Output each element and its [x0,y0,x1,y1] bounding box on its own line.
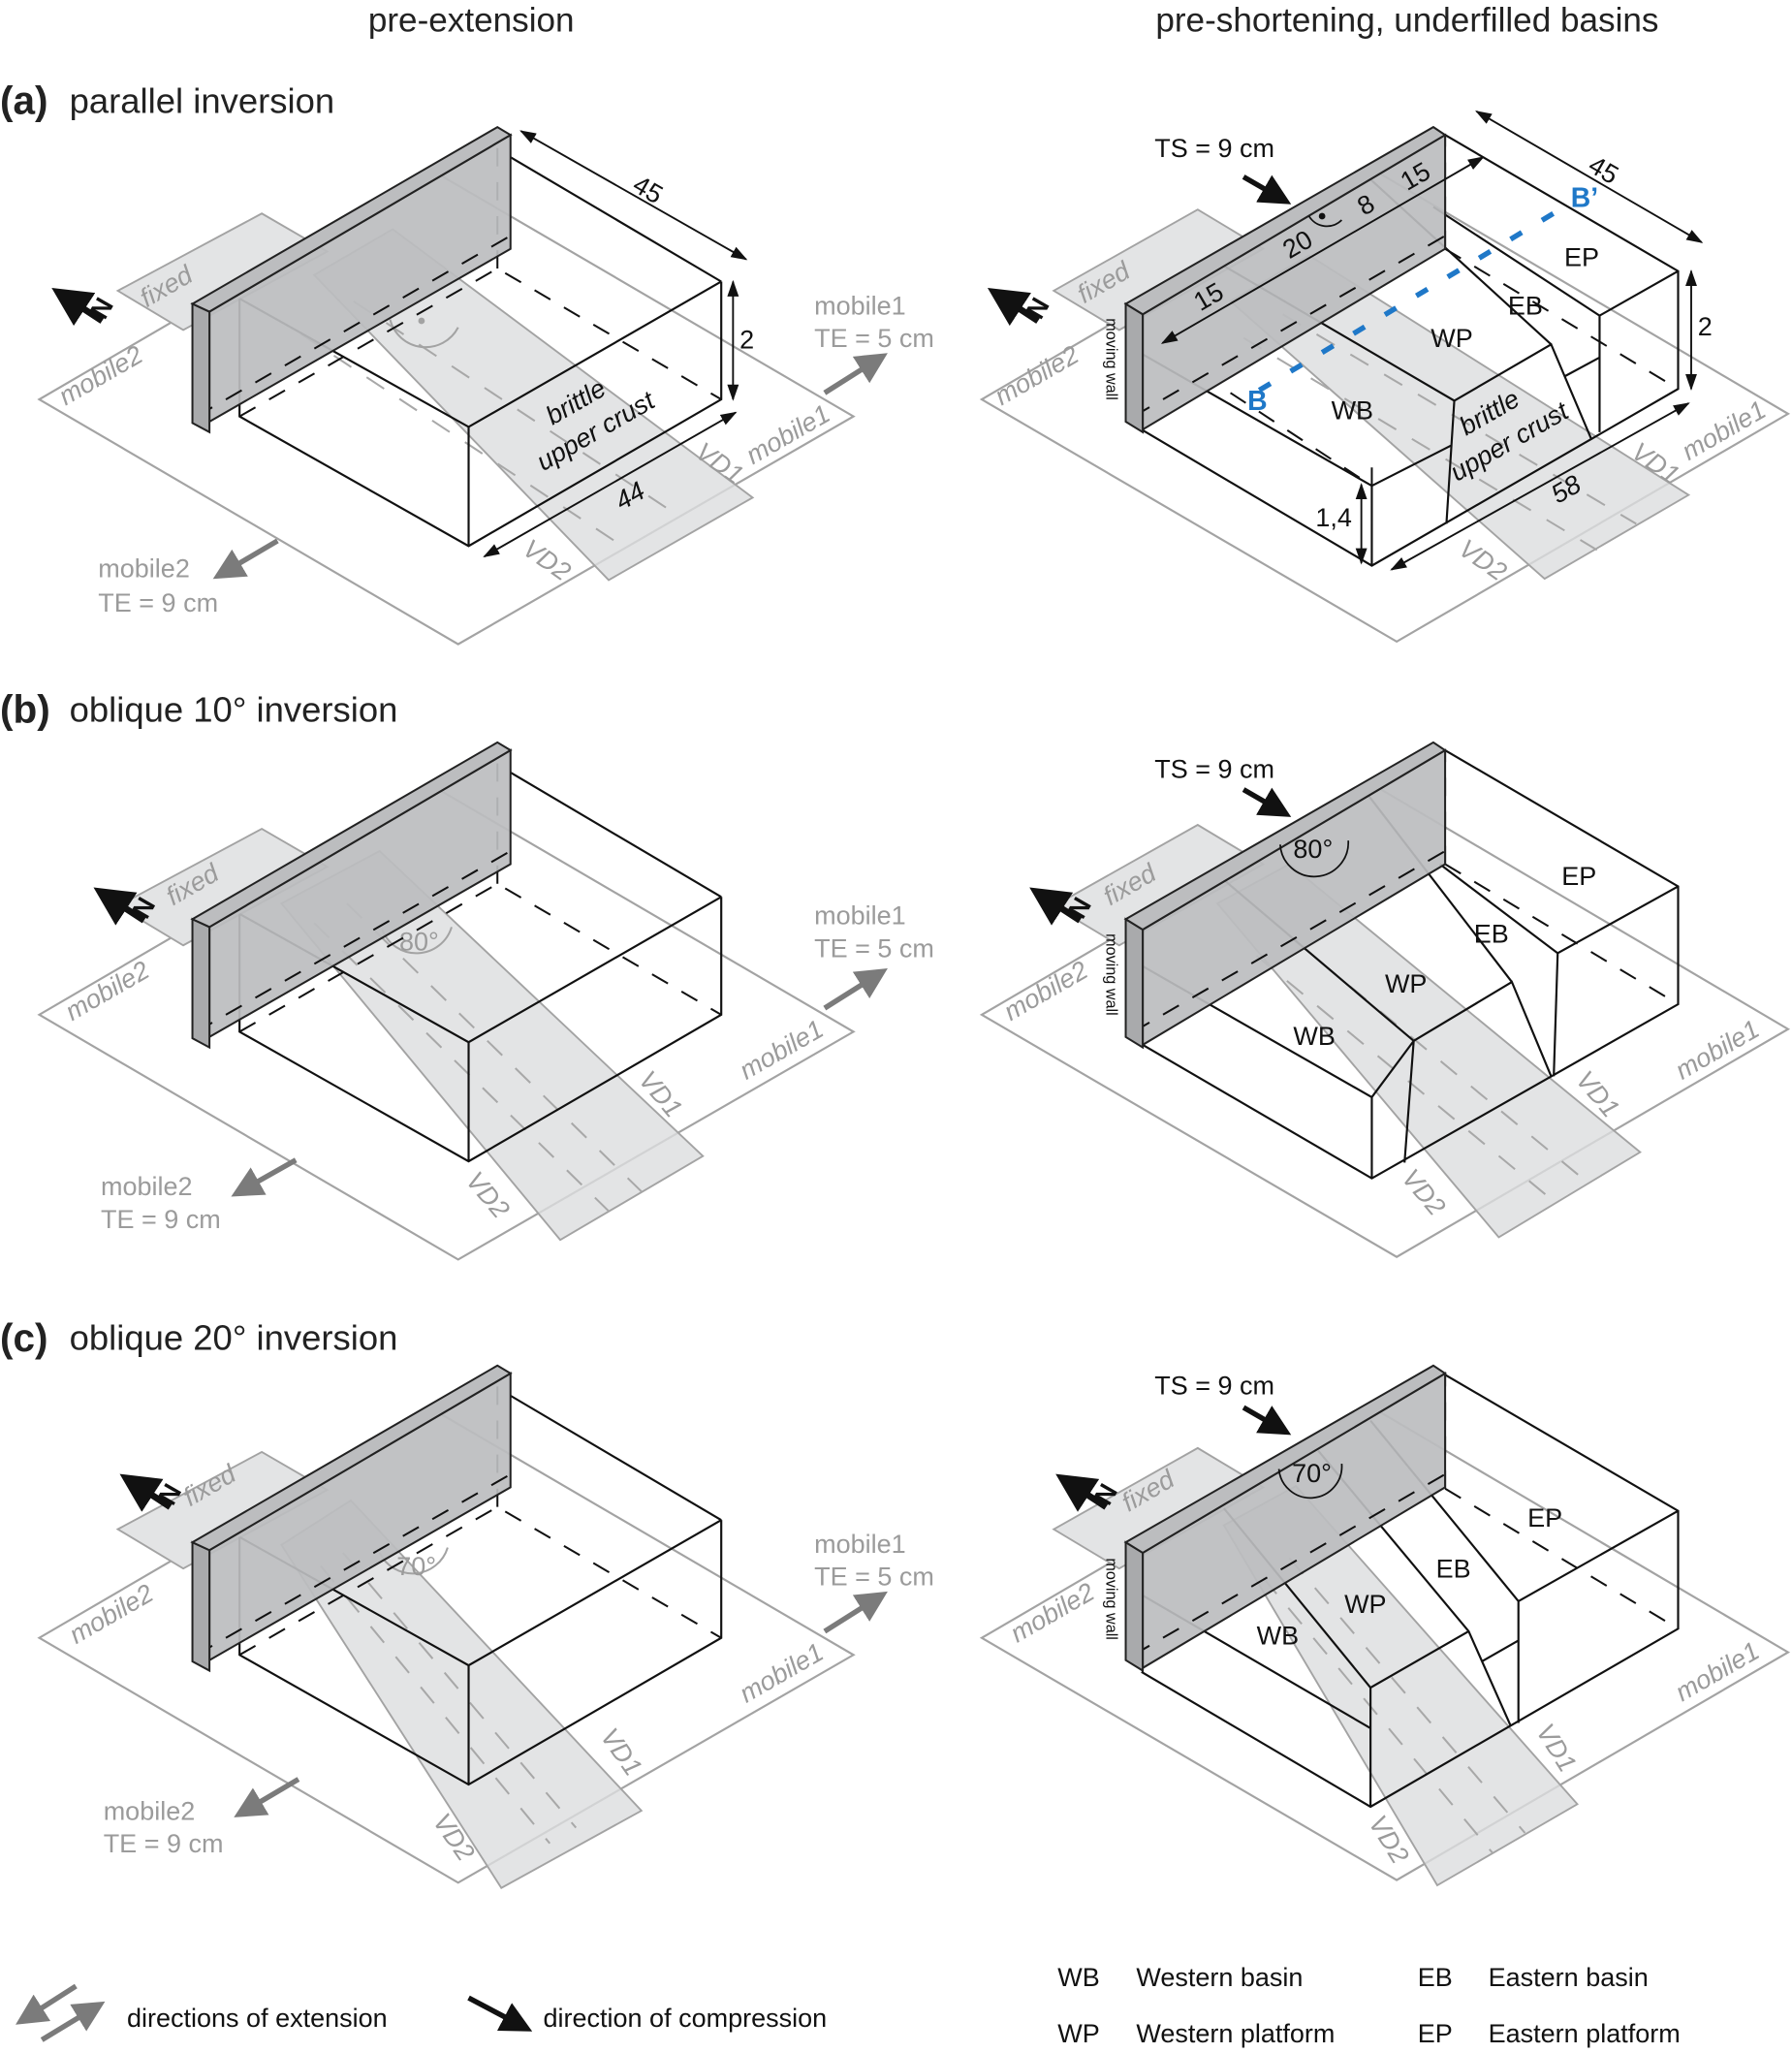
dim-height: 2 [739,325,754,354]
legend-compression: direction of compression [544,2004,828,2033]
extension-arrow-icon [40,2001,106,2042]
north-label: N [1021,293,1055,324]
label-mobile1: mobile1 [814,901,906,931]
angle-c-right: 70° [1292,1459,1332,1488]
label-mobile2-plate: mobile2 [60,956,154,1026]
extension-arrow-mobile2 [234,1777,300,1817]
label-te-mobile1: TE = 5 cm [814,933,934,963]
panel-c-id: (c) [0,1315,48,1360]
legend-name: Western platform [1136,2019,1335,2048]
label-mobile2-plate: mobile2 [999,956,1093,1026]
label-mobile1-plate: mobile1 [735,1637,829,1708]
extension-arrow-mobile1 [823,1591,888,1634]
legend-abbr: EB [1418,1963,1453,1992]
extension-arrow-mobile1 [823,353,888,395]
panel-a-title: parallel inversion [70,80,335,120]
label-te-mobile1: TE = 5 cm [814,324,934,353]
north-label: N [84,293,119,324]
label-wp: WP [1385,969,1428,998]
panel-a-pre-extension: 45 2 44 brittle upper crust mobile2 fixe… [38,126,934,646]
label-mobile1-plate: mobile1 [735,1014,829,1085]
label-b-prime: B’ [1571,183,1598,214]
label-moving-wall: moving wall [1102,1558,1119,1640]
label-vd2: VD2 [518,533,576,586]
label-b: B [1247,386,1267,417]
legend-abbr: EP [1418,2019,1453,2048]
label-te-mobile2: TE = 9 cm [98,588,218,617]
label-mobile2-plate: mobile2 [1005,1577,1099,1648]
label-wp: WP [1344,1590,1387,1619]
label-wb: WB [1293,1022,1335,1051]
label-mobile2-plate: mobile2 [990,340,1084,411]
compression-arrow-icon [467,1995,533,2032]
legend: directions of extension direction of com… [16,1963,1681,2048]
panel-c-pre-shortening: 70° TS = 9 cm EP EB WP WB moving wall mo… [980,1364,1790,1887]
angle-c-left: 70° [396,1552,436,1581]
angle-b-right: 80° [1293,835,1333,864]
panel-c-title: oblique 20° inversion [70,1318,398,1358]
legend-abbr: WB [1057,1963,1100,1992]
label-mobile1: mobile1 [814,291,906,320]
label-mobile2-plate: mobile2 [54,340,148,411]
dim-width: 45 [628,170,668,209]
panel-a-pre-shortening: TS = 9 cm 15 20 8 15 45 2 58 1,4 EP EB W… [980,111,1790,643]
compression-arrow [1242,174,1292,205]
label-ep: EP [1561,862,1596,891]
extension-arrow-icon [16,1983,78,2025]
legend-name: Eastern platform [1489,2019,1681,2048]
label-eb: EB [1508,291,1543,320]
label-mobile1-plate: mobile1 [1671,1014,1765,1085]
label-wb: WB [1332,395,1374,425]
label-eb: EB [1474,920,1509,949]
panel-b-title: oblique 10° inversion [70,689,398,729]
panel-a-id: (a) [0,79,48,123]
angle-b-left: 80° [399,928,439,957]
label-ts: TS = 9 cm [1154,754,1274,783]
label-te-mobile2: TE = 9 cm [104,1829,224,1858]
label-mobile1: mobile1 [814,1530,906,1559]
legend-extension: directions of extension [127,2004,388,2033]
compression-arrow [1242,1405,1292,1436]
header-pre-shortening: pre-shortening, underfilled basins [1155,2,1658,40]
legend-abbr: WP [1057,2019,1100,2048]
label-ep: EP [1527,1503,1562,1532]
extension-arrow-mobile2 [231,1157,298,1197]
legend-name: Eastern basin [1489,1963,1649,1992]
label-eb: EB [1436,1555,1471,1584]
header-pre-extension: pre-extension [368,2,575,40]
label-wp: WP [1430,324,1473,353]
label-te-mobile2: TE = 9 cm [101,1205,221,1234]
extension-arrow-mobile1 [823,968,888,1011]
label-mobile2: mobile2 [98,554,190,584]
label-ts: TS = 9 cm [1154,1372,1274,1401]
panel-c-pre-extension: 70° mobile2 fixed mobile1 VD1 VD2 mobile… [38,1364,934,1889]
extension-arrow-mobile2 [212,538,279,580]
panel-b-pre-shortening: 80° TS = 9 cm EP EB WP WB moving wall mo… [980,741,1790,1258]
label-ep: EP [1564,242,1599,271]
compression-arrow [1242,787,1292,817]
label-mobile1-plate: mobile1 [1677,395,1771,465]
legend-name: Western basin [1136,1963,1303,1992]
label-te-mobile1: TE = 5 cm [814,1563,934,1592]
label-wb: WB [1257,1621,1299,1650]
label-mobile1-plate: mobile1 [1671,1636,1765,1707]
label-moving-wall: moving wall [1102,318,1119,400]
dim-wb-thickness: 1,4 [1315,503,1352,532]
label-mobile2: mobile2 [101,1172,193,1201]
label-ts: TS = 9 cm [1154,134,1274,163]
dim-height: 2 [1698,312,1713,341]
panel-b-pre-extension: 80° mobile2 fixed mobile1 VD1 VD2 mobile… [38,741,934,1261]
label-moving-wall: moving wall [1102,933,1119,1016]
panel-b-id: (b) [0,687,50,732]
label-mobile2: mobile2 [104,1796,196,1825]
